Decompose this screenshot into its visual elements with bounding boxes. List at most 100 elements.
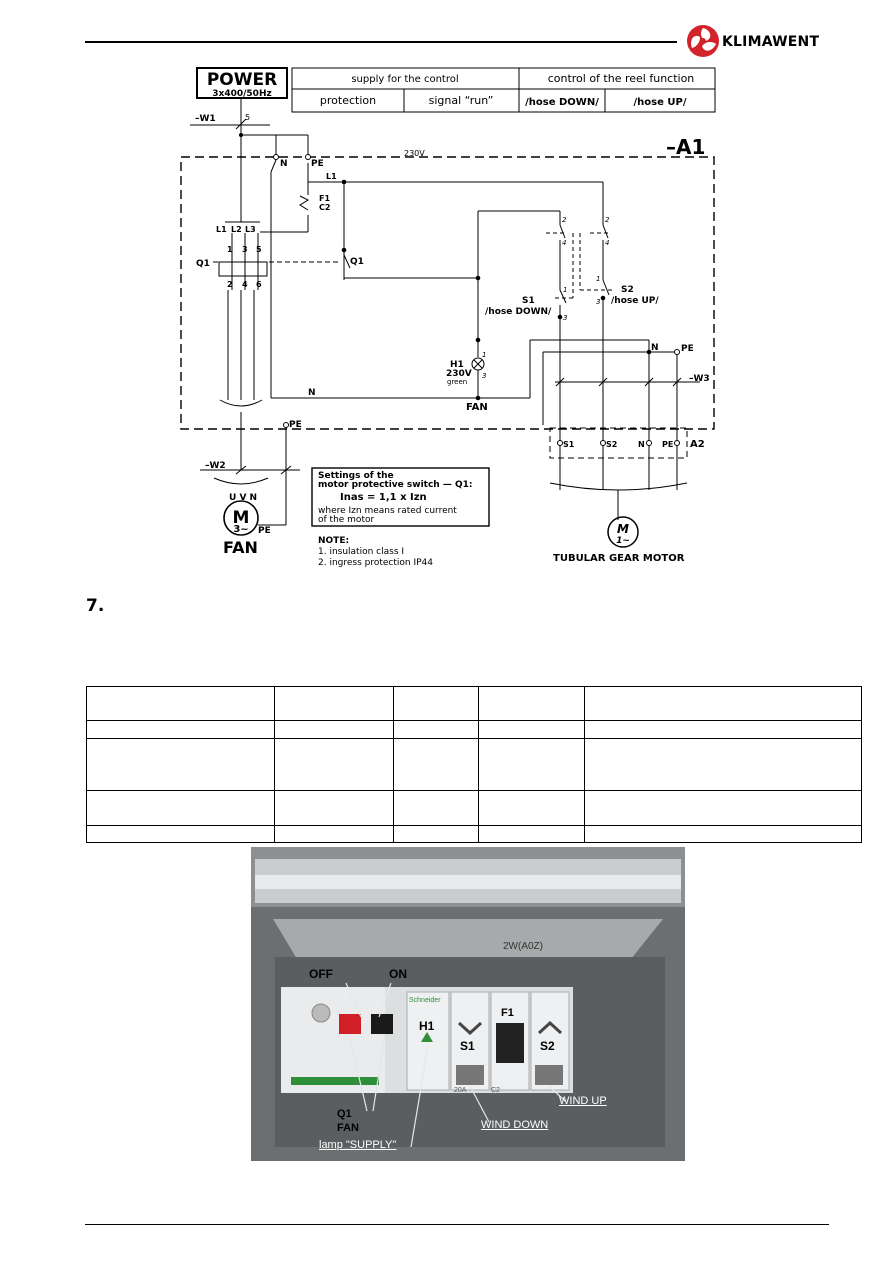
brand-label: Schneider [409, 997, 441, 1004]
h1-color: green [447, 378, 467, 386]
c2-label: C2 [319, 203, 330, 212]
lamp-supply-label: lamp "SUPPLY" [319, 1139, 397, 1151]
brand-name: KLIMAWENT [722, 34, 820, 50]
q1-pin-6: 6 [256, 280, 262, 289]
tubular-motor-phase: 1~ [616, 536, 630, 546]
w1-label: –W1 [195, 114, 216, 124]
h1-voltage: 230V [446, 369, 472, 379]
a1-label: –A1 [666, 135, 705, 159]
pe-right-label: PE [681, 344, 694, 354]
h1-label: H1 [450, 360, 464, 370]
footer-rule [85, 1224, 829, 1225]
table-row [86, 738, 862, 791]
w1-count: 5 [245, 113, 250, 122]
voltage-label: 230V [404, 149, 425, 158]
a1-enclosure [180, 156, 715, 430]
pe-terminal-label: PE [311, 159, 324, 169]
w3-label: –W3 [689, 374, 710, 384]
settings-line-2: motor protective switch — Q1: [318, 480, 473, 490]
blank-table [86, 686, 862, 843]
s1-pin-2: 2 [562, 216, 567, 224]
tubular-motor-label: TUBULAR GEAR MOTOR [553, 553, 685, 564]
n-line-label: N [308, 388, 316, 398]
s1-pin-1: 1 [563, 286, 567, 294]
s2-pin-3: 3 [596, 298, 600, 306]
q1-pin-5: 5 [256, 245, 262, 254]
f1-photo-label: F1 [501, 1007, 514, 1019]
s2-pin-2: 2 [605, 216, 610, 224]
settings-line-3: where Izn means rated current [318, 506, 457, 516]
power-title: POWER [207, 70, 277, 90]
s1-label: S1 [522, 296, 535, 306]
settings-line-1: Settings of the [318, 471, 394, 481]
h1-pin-1: 1 [482, 351, 486, 359]
box-label: 2W(A0Z) [503, 941, 543, 952]
q1-pin-3: 3 [242, 245, 248, 254]
n-terminal-label: N [280, 159, 288, 169]
motor-m: M [233, 508, 250, 528]
power-box [196, 67, 288, 99]
s1-pin-3: 3 [563, 314, 567, 322]
header-rule [85, 41, 677, 43]
s1-rating: 20A [454, 1087, 467, 1094]
wind-up-label: WIND UP [559, 1095, 607, 1107]
s2-pin-1: 1 [596, 275, 600, 283]
tubular-motor-m: M [617, 522, 629, 536]
a2-s2: S2 [606, 440, 617, 449]
q1-pin-4: 4 [242, 280, 248, 289]
s1-hose-label: /hose DOWN/ [485, 307, 552, 317]
wind-down-label: WIND DOWN [481, 1119, 549, 1131]
supply-control-header: supply for the control [351, 74, 458, 85]
function-table [291, 67, 716, 113]
protection-header: protection [320, 94, 376, 107]
fan-photo-label: FAN [337, 1122, 359, 1134]
motor-pe: PE [258, 526, 271, 536]
a2-label: A2 [690, 439, 705, 450]
hose-down-header: /hose DOWN/ [525, 97, 599, 108]
reel-function-header: control of the reel function [548, 72, 695, 85]
s2-hose-label: /hose UP/ [611, 296, 659, 306]
l3-terminal: L3 [245, 225, 256, 234]
f1-rating: C2 [491, 1087, 500, 1094]
pe-lower-label: PE [289, 420, 302, 430]
table-row [86, 720, 862, 739]
hose-up-header: /hose UP/ [634, 97, 687, 108]
s1-photo-label: S1 [460, 1039, 475, 1053]
control-box-illustration [251, 847, 685, 1161]
motor-phase: 3~ [233, 524, 248, 535]
control-box-photo: 2W(A0Z) OFF ON Schneider H1 S1 F1 S2 20A… [251, 847, 685, 1161]
settings-line-4: of the motor [318, 515, 374, 525]
power-rating: 3x400/50Hz [212, 89, 271, 99]
table-row [86, 686, 862, 721]
wiring-schematic: POWER 3x400/50Hz supply for the control … [180, 67, 716, 568]
a2-s1: S1 [563, 440, 575, 449]
l2-terminal: L2 [231, 225, 242, 234]
off-label: OFF [309, 967, 333, 981]
q1-switch-label: Q1 [196, 259, 210, 269]
l1-terminal: L1 [216, 225, 227, 234]
note-1: 1. insulation class I [318, 547, 404, 557]
w2-label: –W2 [205, 461, 226, 471]
a2-pe: PE [662, 440, 673, 449]
a2-enclosure [549, 427, 688, 459]
motor-terminals: U V N [229, 493, 257, 503]
s2-label: S2 [621, 285, 634, 295]
settings-box [311, 467, 490, 527]
table-row [86, 825, 862, 843]
fan-signal-label: FAN [466, 402, 488, 413]
table-row [86, 790, 862, 826]
klimawent-logo-icon [687, 25, 719, 57]
n-right-label: N [651, 343, 659, 353]
on-label: ON [389, 967, 407, 981]
note-2: 2. ingress protection IP44 [318, 558, 433, 568]
l1-line-label: L1 [326, 172, 337, 181]
h1-photo-label: H1 [419, 1019, 435, 1033]
a2-n: N [638, 440, 645, 449]
section-number: 7. [86, 596, 105, 616]
q1-pin-2: 2 [227, 280, 233, 289]
s1-pin-4: 4 [562, 239, 566, 247]
q1-photo-label: Q1 [337, 1108, 352, 1120]
s2-pin-4: 4 [605, 239, 609, 247]
f1-label: F1 [319, 194, 330, 203]
signal-run-header: signal “run” [429, 94, 494, 107]
